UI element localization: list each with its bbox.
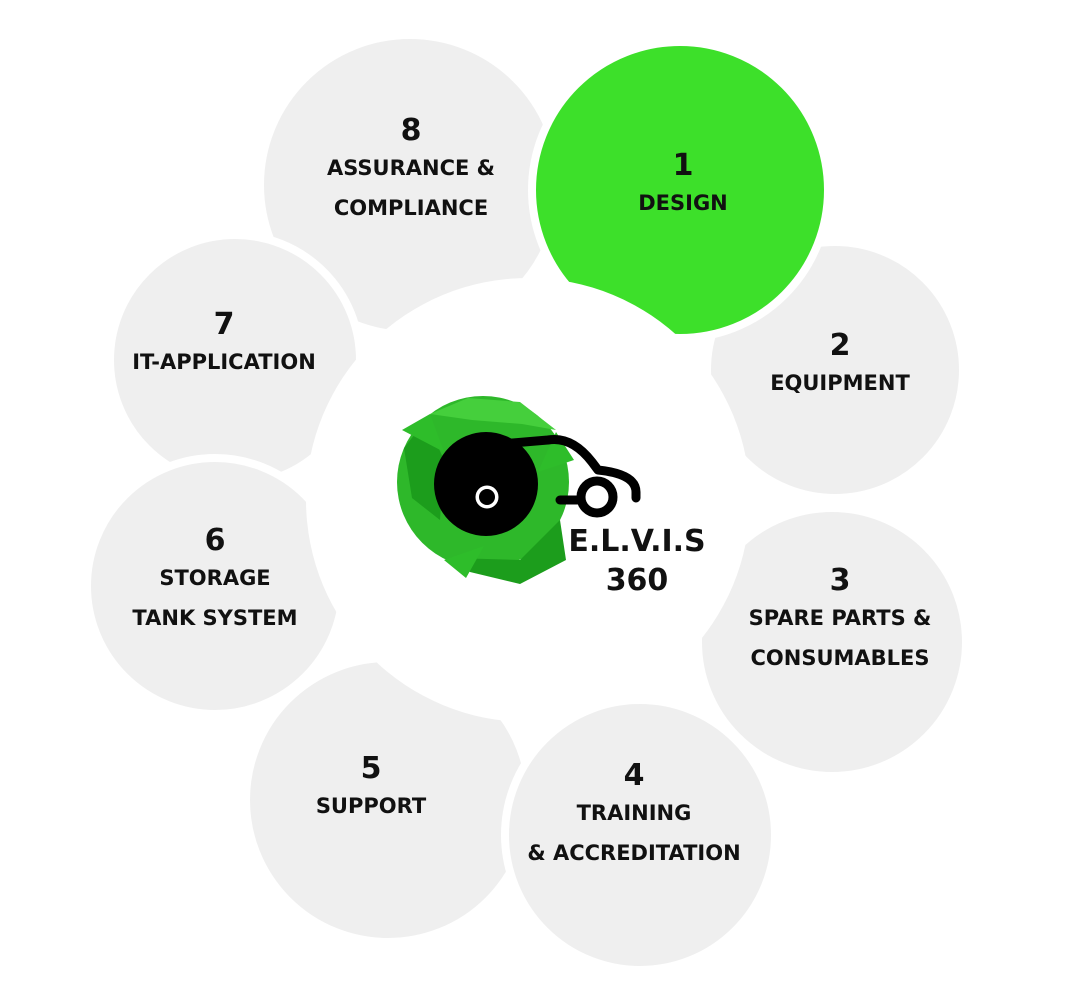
- segment-title-line: EQUIPMENT: [770, 371, 910, 395]
- segment-number: 6: [205, 523, 226, 558]
- logo-name: E.L.V.I.S: [568, 524, 705, 559]
- segment-title-line: & ACCREDITATION: [527, 841, 740, 865]
- segment-1: [528, 38, 832, 342]
- segment-title-line: ASSURANCE &: [327, 156, 495, 180]
- segment-title-line: CONSUMABLES: [750, 646, 929, 670]
- segment-title-line: DESIGN: [638, 191, 728, 215]
- car-icon: [450, 434, 641, 518]
- center-logo: E.L.V.I.S 360: [306, 278, 750, 722]
- segment-title-line: STORAGE: [159, 566, 270, 590]
- segment-number: 4: [624, 758, 645, 793]
- segment-label-7: 7IT-APPLICATION: [132, 307, 316, 374]
- segments-layer: [83, 31, 970, 974]
- segment-title-line: TANK SYSTEM: [132, 606, 297, 630]
- segment-number: 8: [401, 113, 422, 148]
- segment-number: 2: [830, 328, 851, 363]
- segment-title-line: TRAINING: [577, 801, 692, 825]
- segment-number: 3: [830, 563, 851, 598]
- segment-number: 5: [361, 751, 382, 786]
- segment-number: 7: [214, 307, 235, 342]
- logo-number: 360: [606, 563, 669, 598]
- segment-4: [501, 696, 779, 974]
- segment-title-line: SPARE PARTS &: [749, 606, 932, 630]
- segment-number: 1: [673, 148, 694, 183]
- segment-title-line: SUPPORT: [316, 794, 427, 818]
- segment-title-line: COMPLIANCE: [334, 196, 488, 220]
- segment-title-line: IT-APPLICATION: [132, 350, 316, 374]
